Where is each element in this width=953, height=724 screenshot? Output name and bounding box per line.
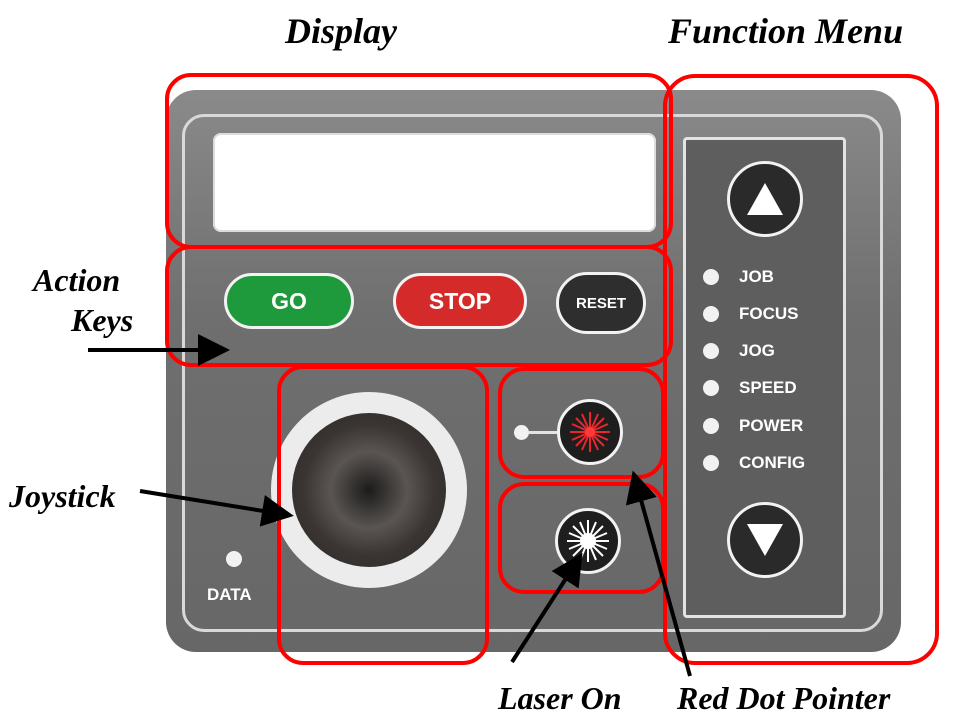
joystick-callout: Joystick — [9, 478, 116, 514]
action-keys-callout-line2: Keys — [71, 302, 134, 338]
red-dot-pointer-callout: Red Dot Pointer — [677, 680, 891, 716]
red-dot-pointer-button[interactable] — [557, 399, 623, 465]
menu-item-power[interactable]: POWER — [703, 416, 803, 436]
power-led — [703, 418, 719, 434]
menu-up-button[interactable] — [727, 161, 803, 237]
function-menu-highlight — [663, 74, 939, 665]
red-dot-laser-icon — [570, 412, 610, 452]
config-led — [703, 455, 719, 471]
down-arrow-icon — [747, 524, 783, 556]
menu-down-button[interactable] — [727, 502, 803, 578]
menu-item-speed[interactable]: SPEED — [703, 378, 797, 398]
go-button[interactable]: GO — [224, 273, 354, 329]
menu-item-label: CONFIG — [739, 453, 806, 472]
red-dot-pointer-arrow — [625, 470, 692, 677]
lcd-display — [213, 133, 656, 232]
laser-on-arrow — [510, 552, 583, 664]
menu-item-label: SPEED — [739, 378, 797, 397]
menu-item-label: POWER — [739, 416, 804, 435]
action-keys-callout-line1: Action — [33, 262, 121, 298]
display-callout: Display — [285, 11, 397, 51]
speed-led — [703, 380, 719, 396]
stop-button[interactable]: STOP — [393, 273, 527, 329]
menu-item-focus[interactable]: FOCUS — [703, 304, 799, 324]
data-led — [226, 551, 242, 567]
menu-item-config[interactable]: CONFIG — [703, 453, 805, 473]
laser-on-button[interactable] — [555, 508, 621, 574]
jog-led — [703, 343, 719, 359]
red-dot-indicator-led — [514, 425, 529, 440]
menu-item-jog[interactable]: JOG — [703, 341, 775, 361]
data-label: DATA — [207, 585, 252, 604]
up-arrow-icon — [747, 183, 783, 215]
function-menu-callout: Function Menu — [668, 11, 904, 51]
menu-item-label: JOG — [739, 341, 775, 360]
joystick[interactable] — [271, 392, 467, 588]
joystick-arrow — [139, 489, 294, 527]
laser-burst-icon — [567, 520, 609, 562]
menu-item-label: FOCUS — [739, 304, 799, 323]
red-dot-indicator-line — [529, 431, 557, 434]
job-led — [703, 269, 719, 285]
menu-item-job[interactable]: JOB — [703, 267, 774, 287]
joystick-knob — [292, 413, 446, 567]
menu-item-label: JOB — [739, 267, 774, 286]
laser-on-callout: Laser On — [498, 680, 622, 716]
reset-button[interactable]: RESET — [556, 272, 646, 334]
focus-led — [703, 306, 719, 322]
reset-label: RESET — [575, 294, 626, 312]
